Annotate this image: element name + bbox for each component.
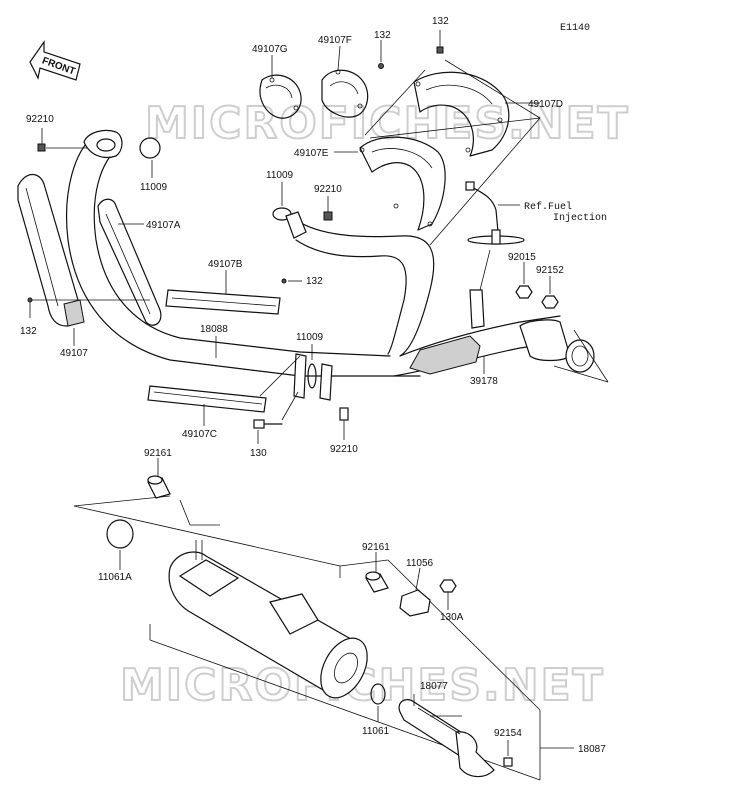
heat-shield-49107F bbox=[321, 69, 369, 118]
exhaust-header-18088 bbox=[66, 129, 435, 377]
label-92210-left: 92210 bbox=[26, 114, 54, 125]
nut-92210-left bbox=[37, 128, 90, 152]
label-11009-low: 11009 bbox=[296, 332, 324, 343]
label-92152: 92152 bbox=[536, 265, 564, 276]
heat-shield-49107A bbox=[97, 198, 162, 326]
watermark-top: MICROFICHES.NET bbox=[145, 98, 630, 149]
label-49107F: 49107F bbox=[318, 35, 352, 46]
nut-92210-low bbox=[339, 407, 349, 440]
bolt-132-f bbox=[378, 63, 384, 69]
label-132-f: 132 bbox=[374, 30, 391, 41]
collar-92161-top bbox=[147, 458, 220, 526]
label-18088: 18088 bbox=[200, 324, 228, 335]
upper-leaders bbox=[271, 30, 541, 246]
label-92015: 92015 bbox=[508, 252, 536, 263]
label-11061: 11061 bbox=[362, 726, 390, 737]
label-130A: 130A bbox=[440, 612, 464, 623]
screw-92154 bbox=[503, 740, 513, 767]
label-92161-top: 92161 bbox=[144, 448, 172, 459]
diagram-code: E1140 bbox=[560, 23, 590, 34]
label-49107B: 49107B bbox=[208, 259, 243, 270]
label-49107C: 49107C bbox=[182, 429, 217, 440]
gasket-11061A bbox=[106, 519, 134, 570]
nut-92152 bbox=[541, 276, 559, 309]
gasket-11009-mid bbox=[272, 182, 292, 221]
joint-flange bbox=[259, 344, 333, 421]
label-11009-left: 11009 bbox=[140, 182, 168, 193]
label-92161-mid: 92161 bbox=[362, 542, 390, 553]
catalyst-39178 bbox=[393, 289, 609, 383]
gasket-11061 bbox=[370, 683, 386, 722]
label-92210-low: 92210 bbox=[330, 444, 358, 455]
label-130: 130 bbox=[250, 448, 267, 459]
label-92210-mid: 92210 bbox=[314, 184, 342, 195]
heat-shield-49107D bbox=[413, 71, 510, 157]
bolt-132-top bbox=[436, 46, 444, 54]
label-92154: 92154 bbox=[494, 728, 522, 739]
label-132-top: 132 bbox=[432, 16, 449, 27]
spark-arrester-18077 bbox=[398, 694, 495, 778]
o2-sensor bbox=[465, 181, 525, 291]
label-49107D: 49107D bbox=[528, 99, 563, 110]
heat-shield-49107E bbox=[359, 136, 446, 231]
label-18087: 18087 bbox=[578, 744, 606, 755]
clamp-11056 bbox=[399, 567, 431, 617]
label-11009-mid: 11009 bbox=[266, 170, 294, 181]
nut-92210-mid bbox=[323, 196, 333, 221]
label-49107E: 49107E bbox=[294, 148, 329, 159]
label-39178: 39178 bbox=[470, 376, 498, 387]
muffler-18087 bbox=[168, 540, 368, 699]
heat-shield-49107 bbox=[17, 173, 150, 346]
bolt-130 bbox=[253, 419, 283, 444]
heat-shield-49107C bbox=[147, 385, 267, 426]
front-arrow-icon: FRONT bbox=[29, 40, 81, 81]
bolt-130A bbox=[439, 579, 457, 610]
label-49107: 49107 bbox=[60, 348, 88, 359]
nut-92015 bbox=[515, 262, 533, 299]
label-49107G: 49107G bbox=[252, 44, 288, 55]
label-132-b: 132 bbox=[306, 276, 323, 287]
collar-92161-mid bbox=[365, 552, 389, 593]
label-49107A: 49107A bbox=[146, 220, 181, 231]
ref-injection-label: Injection bbox=[553, 212, 607, 224]
label-18077: 18077 bbox=[420, 681, 448, 692]
heat-shield-49107B bbox=[165, 270, 302, 315]
gasket-11009-left bbox=[139, 137, 161, 178]
label-11056: 11056 bbox=[406, 558, 434, 569]
label-132-left: 132 bbox=[20, 326, 37, 337]
ref-fuel-label: Ref.Fuel bbox=[524, 201, 572, 213]
label-11061A: 11061A bbox=[98, 572, 132, 583]
